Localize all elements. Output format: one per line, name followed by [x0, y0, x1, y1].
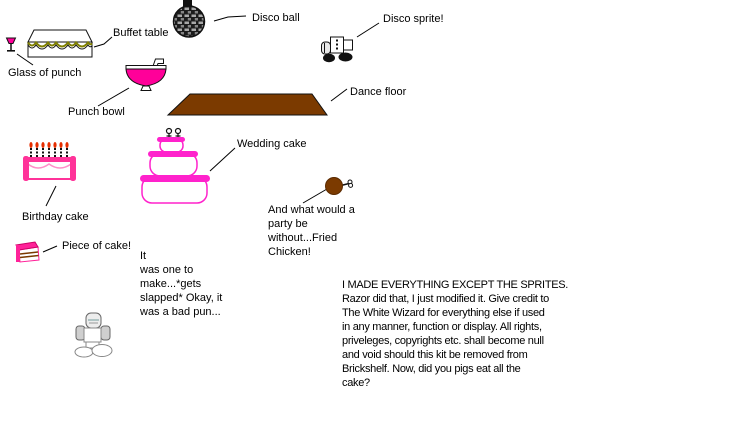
punch-bowl-label: Punch bowl	[68, 106, 125, 118]
leader-line-dance-floor	[330, 88, 348, 102]
fried-chicken-note: And what would a party be without...Frie…	[268, 204, 355, 258]
disco-ball-label: Disco ball	[252, 12, 300, 24]
disco-ball-icon	[172, 0, 206, 38]
piece-of-cake-label: Piece of cake!	[62, 240, 132, 252]
leader-line-disco-ball	[213, 15, 247, 22]
leader-line-buffet-table	[93, 36, 113, 48]
dance-floor-icon	[166, 93, 328, 116]
leader-line-disco-sprite	[356, 22, 380, 38]
glass-of-punch-label: Glass of punch	[8, 67, 82, 79]
buffet-table-label: Buffet table	[113, 27, 169, 39]
leader-line-piece-of-cake	[42, 245, 58, 253]
birthday-cake-label: Birthday cake	[22, 211, 89, 223]
credits-note: I MADE EVERYTHING EXCEPT THE SPRITES. Ra…	[342, 279, 569, 389]
disco-sprite-label: Disco sprite!	[383, 13, 444, 25]
cake-slice-icon	[15, 241, 40, 263]
bad-pun-note: It was one to make...*gets slapped* Okay…	[140, 250, 223, 318]
dance-floor-label: Dance floor	[350, 86, 407, 98]
wedding-cake-icon	[140, 127, 210, 204]
wedding-cake-label: Wedding cake	[237, 138, 307, 150]
cake-topper-figures	[165, 127, 182, 138]
disco-dancer-icon	[321, 36, 353, 63]
robot-minifig-icon	[74, 312, 113, 358]
buffet-table-icon	[27, 29, 93, 58]
candles	[29, 142, 69, 158]
birthday-cake-icon	[23, 142, 76, 181]
punch-bowl-icon	[125, 58, 167, 91]
punch-glass-icon	[5, 37, 17, 52]
fried-chicken-icon	[325, 177, 354, 195]
leader-line-birthday-cake	[45, 185, 57, 207]
